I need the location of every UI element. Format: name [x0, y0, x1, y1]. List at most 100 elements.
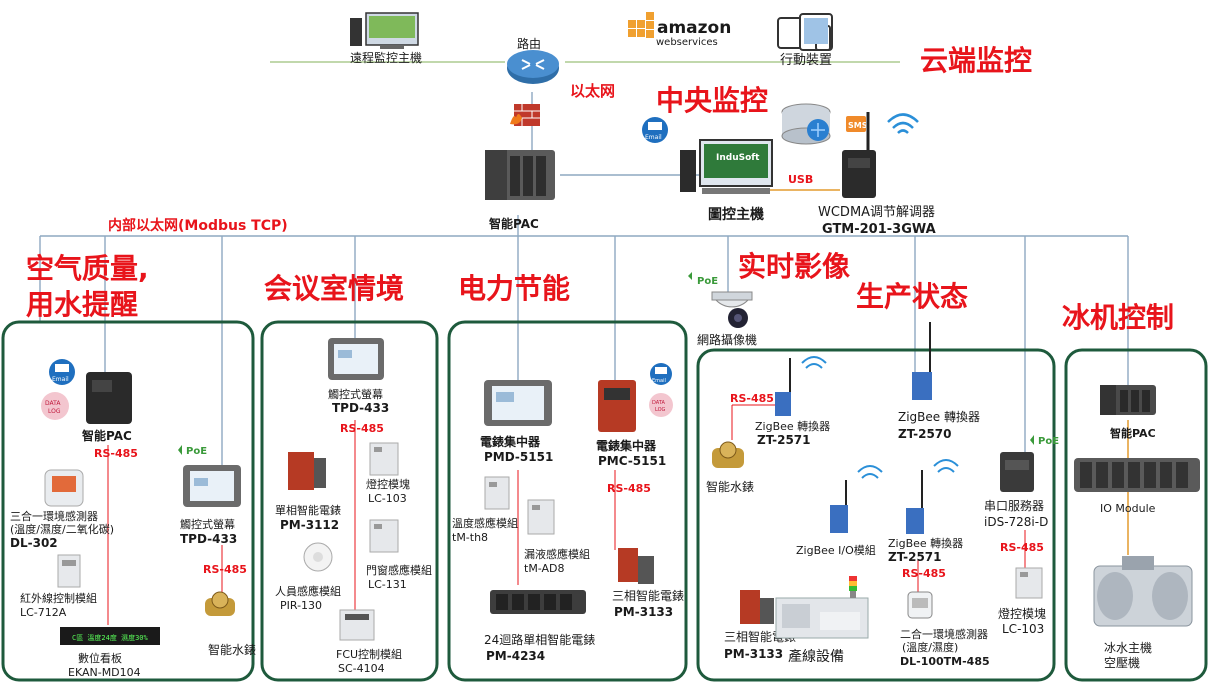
svg-text:SMS: SMS	[848, 121, 868, 130]
tmad8-label: 漏液感應模組	[524, 547, 590, 561]
poe-icon: PoE	[685, 272, 721, 287]
pm3133-power-icon	[618, 548, 654, 584]
prod-water-meter-icon	[712, 441, 744, 468]
digital-board-icon: C區 溫度24度 濕度30%	[60, 627, 160, 645]
lc103-label: 燈控模塊	[366, 477, 410, 491]
meeting-touch-screen-label: 觸控式螢幕	[328, 387, 383, 401]
dl100tm-model: DL-100TM-485	[900, 655, 990, 668]
data-log-icon: DATA LOG	[41, 392, 69, 420]
zt2570-model: ZT-2570	[898, 427, 952, 441]
modem-name-label: WCDMA调节解调器	[818, 205, 935, 220]
zt2571-b-model: ZT-2571	[888, 550, 942, 564]
lc131-door-module-icon	[369, 519, 399, 553]
pm4234-icon	[490, 590, 586, 614]
meeting-touch-screen-icon	[328, 338, 384, 380]
network-camera-icon	[711, 291, 753, 328]
pm3112-label: 單相智能電錶	[275, 503, 341, 517]
io-module-icon	[1074, 458, 1200, 492]
dl100tm-line2: (溫度/濕度)	[902, 640, 958, 654]
fcu-label: FCU控制模組	[336, 647, 402, 661]
heading-water-reminder: 用水提醒	[26, 288, 138, 321]
zigbee-io-label: ZigBee I/O模組	[796, 544, 876, 557]
pir-sensor-label: 人員感應模組	[275, 584, 341, 598]
sms-icon: SMS	[846, 116, 868, 132]
prod-rs485-c-label: RS-485	[1000, 541, 1044, 554]
router-icon	[507, 50, 559, 84]
pm3133-power-label: 三相智能電錶	[612, 588, 684, 603]
wifi-icon	[933, 459, 959, 473]
wifi-icon	[801, 356, 827, 369]
firewall-icon	[510, 104, 540, 126]
pm3133-power-model: PM-3133	[614, 605, 673, 619]
mobile-devices-label: 行動裝置	[780, 53, 832, 68]
air-pac-icon	[86, 372, 132, 424]
pmd5151-model: PMD-5151	[484, 450, 553, 464]
air-touch-screen-label: 觸控式螢幕	[180, 517, 235, 531]
central-pac-icon	[485, 150, 555, 200]
internal-ethernet-label: 内部以太网(Modbus TCP)	[108, 217, 288, 234]
pm3133-prod-icon	[740, 590, 774, 624]
wifi-icon	[857, 465, 883, 479]
zt2571-a-icon	[775, 358, 791, 416]
pir-sensor-icon	[303, 542, 333, 572]
prod-rs485-label: RS-485	[730, 392, 774, 405]
svg-text:PoE: PoE	[186, 446, 207, 457]
air-touch-screen-icon	[183, 465, 241, 507]
heading-air-quality: 空气质量,	[26, 252, 149, 285]
env-sensor-line2: (溫度/濕度/二氧化碳)	[10, 522, 114, 536]
wifi-icon	[887, 113, 919, 134]
zt2571-a-label: ZigBee 轉換器	[755, 420, 830, 433]
usb-label: USB	[788, 173, 813, 186]
modem-icon	[842, 112, 876, 198]
pmc5151-label: 電錶集中器	[596, 438, 657, 453]
router-label: 路由	[517, 36, 541, 51]
ids728i-model: iDS-728i-D	[984, 515, 1048, 529]
chiller-unit-icon	[1093, 556, 1193, 627]
tmth8-label: 溫度感應模組	[452, 516, 518, 530]
prod-poe-icon: PoE	[1030, 435, 1059, 447]
fcu-model: SC-4104	[338, 662, 385, 675]
air-pac-label: 智能PAC	[81, 428, 132, 443]
fcu-module-icon	[339, 609, 375, 641]
lc131-label: 門窗感應模組	[366, 563, 432, 577]
chiller-pac-label: 智能PAC	[1110, 426, 1156, 440]
prod-water-meter-label: 智能水錶	[706, 479, 754, 494]
heading-central-monitoring: 中央监控	[656, 84, 768, 117]
zt2570-label: ZigBee 轉換器	[898, 410, 980, 424]
central-pac-label: 智能PAC	[488, 216, 539, 231]
svg-text:LOG: LOG	[655, 407, 666, 413]
env-sensor-dl302-icon	[44, 469, 84, 507]
svg-text:webservices: webservices	[656, 37, 718, 48]
air-poe-icon: PoE	[178, 445, 207, 457]
svg-text:Email: Email	[52, 376, 69, 383]
air-compressor-label: 空壓機	[1104, 655, 1140, 670]
power-rs485-label: RS-485	[607, 482, 651, 495]
air-rs485-b-label: RS-485	[203, 563, 247, 576]
amazon-web-services-logo: amazon webservices	[628, 12, 731, 48]
air-touch-screen-model: TPD-433	[180, 532, 237, 546]
pmd5151-label: 電錶集中器	[480, 434, 541, 449]
production-group-box	[696, 348, 1056, 682]
svg-text:Email: Email	[652, 378, 666, 384]
svg-text:DATA: DATA	[45, 400, 61, 407]
io-module-label: IO Module	[1100, 502, 1156, 515]
pm4234-model: PM-4234	[486, 649, 545, 663]
pm3133-prod-model: PM-3133	[724, 647, 783, 661]
svg-text:DATA: DATA	[652, 400, 665, 406]
scada-host-label: 圖控主機	[708, 206, 764, 223]
tmad8-icon	[527, 499, 555, 535]
env-sensor-line1: 三合一環境感測器	[10, 509, 98, 523]
lc103-prod-model: LC-103	[1002, 622, 1044, 636]
pm4234-label: 24迴路單相智能電錶	[484, 632, 595, 647]
heading-meeting-room: 会议室情境	[264, 272, 404, 305]
air-water-meter-label: 智能水錶	[208, 642, 256, 657]
zt2571-b-label: ZigBee 轉換器	[888, 537, 963, 550]
database-icon	[781, 103, 831, 145]
mobile-devices-icon	[777, 13, 833, 51]
ir-module-icon	[57, 554, 81, 588]
heading-live-video: 实时影像	[738, 250, 851, 283]
pmc5151-model: PMC-5151	[598, 454, 666, 468]
modem-model-label: GTM-201-3GWA	[822, 222, 936, 237]
heading-production-status: 生产状态	[856, 280, 968, 313]
meeting-rs485-label: RS-485	[340, 422, 384, 435]
